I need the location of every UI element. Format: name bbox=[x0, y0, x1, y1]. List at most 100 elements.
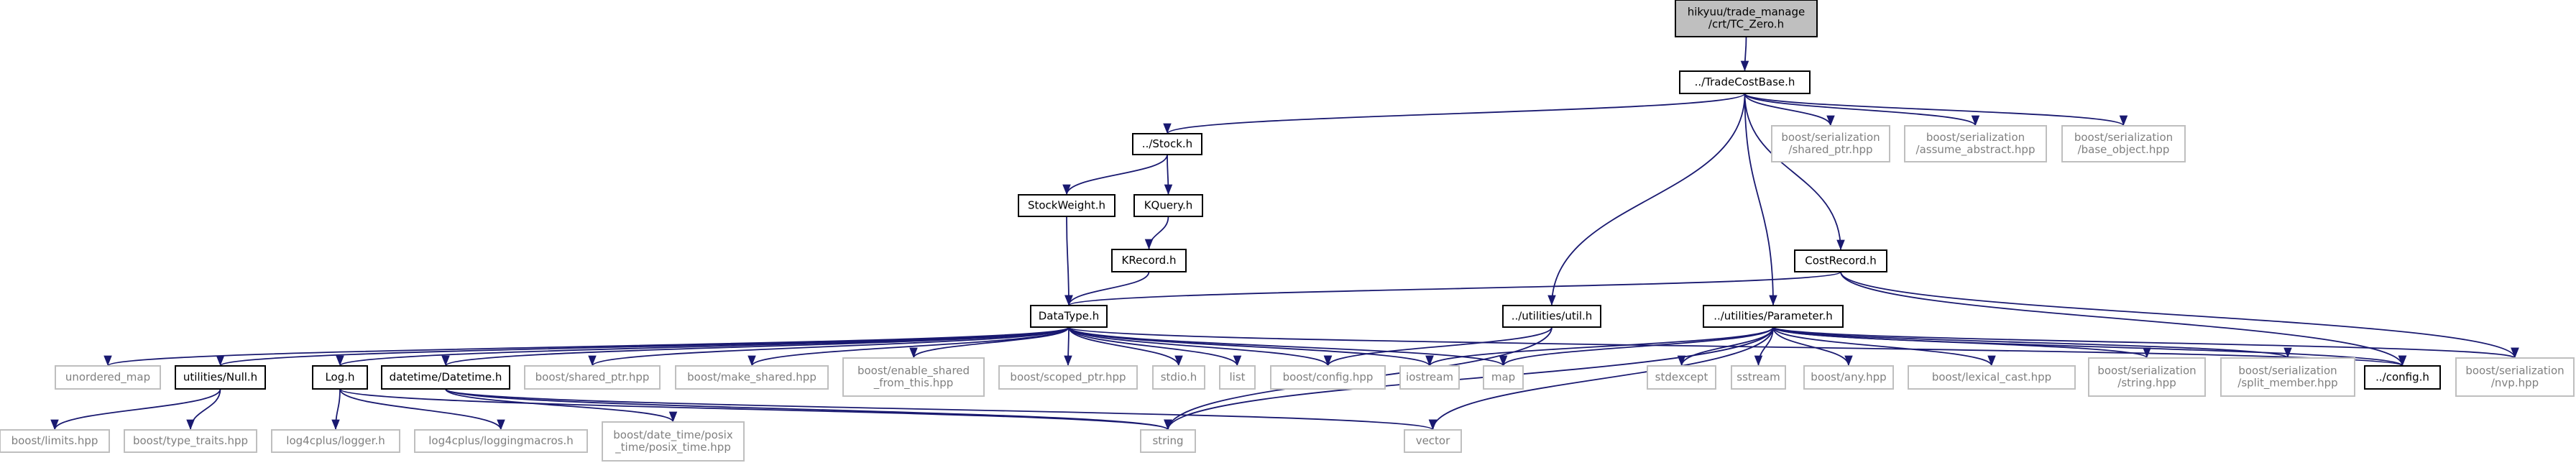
node-kq[interactable]: KQuery.h bbox=[1133, 194, 1203, 217]
node-kr[interactable]: KRecord.h bbox=[1111, 249, 1187, 272]
node-label: boost/serialization bbox=[1781, 131, 1880, 144]
node-label: KRecord.h bbox=[1122, 254, 1177, 267]
node-umap: unordered_map bbox=[55, 365, 161, 390]
edge-stock-to-kq bbox=[1164, 154, 1173, 196]
node-param[interactable]: ../utilities/Parameter.h bbox=[1703, 305, 1844, 328]
node-config[interactable]: ../config.h bbox=[2364, 365, 2441, 390]
node-label: ../TradeCostBase.h bbox=[1695, 75, 1795, 88]
node-label: map bbox=[1491, 371, 1515, 384]
node-bshptr: boost/shared_ptr.hpp bbox=[524, 365, 661, 390]
edge-kr-to-dt bbox=[1064, 271, 1150, 306]
node-label: boost/any.hpp bbox=[1811, 371, 1886, 384]
edge-param-to-string bbox=[1164, 326, 1774, 431]
node-box bbox=[1132, 133, 1202, 155]
node-box bbox=[1030, 305, 1108, 328]
node-bany: boost/any.hpp bbox=[1803, 365, 1894, 390]
node-list: list bbox=[1219, 365, 1256, 390]
edge-dt-to-map bbox=[1068, 326, 1507, 367]
node-cr[interactable]: CostRecord.h bbox=[1794, 249, 1887, 272]
node-label: /base_object.hpp bbox=[2078, 143, 2170, 157]
node-label: /split_member.hpp bbox=[2237, 377, 2337, 390]
node-label: /nvp.hpp bbox=[2491, 377, 2539, 390]
node-l4logger: log4cplus/logger.h bbox=[271, 429, 400, 453]
node-tcb[interactable]: ../TradeCostBase.h bbox=[1679, 70, 1811, 94]
edge-log-to-l4logger bbox=[331, 388, 341, 431]
node-assume: boost/serialization/assume_abstract.hpp bbox=[1904, 125, 2047, 162]
edges bbox=[50, 36, 2519, 431]
node-label: stdexcept bbox=[1655, 371, 1708, 384]
node-label: boost/enable_shared bbox=[857, 364, 970, 378]
edge-dt-to-stdio bbox=[1068, 326, 1183, 367]
node-box bbox=[1399, 365, 1460, 390]
node-label: /shared_ptr.hpp bbox=[1788, 143, 1872, 157]
node-label: boost/make_shared.hpp bbox=[687, 371, 816, 385]
node-bsplit: boost/serialization/split_member.hpp bbox=[2220, 357, 2355, 397]
node-box bbox=[1679, 70, 1811, 94]
node-label: boost/lexical_cast.hpp bbox=[1932, 371, 2051, 385]
node-box bbox=[1703, 305, 1844, 328]
node-box bbox=[2364, 365, 2441, 390]
edge-dt-to-benable bbox=[909, 326, 1070, 359]
node-bposix: boost/date_time/posix_time/posix_time.hp… bbox=[602, 421, 745, 462]
node-sw[interactable]: StockWeight.h bbox=[1018, 194, 1116, 217]
node-box bbox=[175, 365, 266, 390]
edge-log-to-string bbox=[339, 388, 1172, 431]
node-label: boost/date_time/posix bbox=[613, 428, 733, 442]
node-label: boost/serialization bbox=[2097, 364, 2196, 377]
edge-param-to-map bbox=[1499, 326, 1774, 367]
edge-tcb-to-util bbox=[1547, 93, 1746, 306]
node-map: map bbox=[1483, 365, 1524, 390]
edge-datetime-to-string bbox=[445, 388, 1172, 431]
node-box bbox=[55, 365, 161, 390]
node-box bbox=[842, 357, 985, 397]
node-label: ../Stock.h bbox=[1142, 137, 1192, 150]
node-dt[interactable]: DataType.h bbox=[1030, 305, 1108, 328]
node-box bbox=[1219, 365, 1256, 390]
node-box bbox=[1731, 365, 1786, 390]
edge-dt-to-bshptr bbox=[588, 326, 1070, 367]
edge-kq-to-kr bbox=[1144, 216, 1169, 250]
edge-param-to-config bbox=[1772, 326, 2406, 367]
edge-log-to-l4macros bbox=[339, 388, 505, 431]
edge-stock-to-sw bbox=[1062, 154, 1168, 196]
node-box bbox=[1502, 305, 1601, 328]
node-box bbox=[0, 429, 110, 453]
node-util[interactable]: ../utilities/util.h bbox=[1502, 305, 1601, 328]
node-label: unordered_map bbox=[65, 371, 150, 385]
node-label: stdio.h bbox=[1161, 371, 1197, 384]
edge-tcb-to-param bbox=[1744, 93, 1777, 306]
node-label: ../utilities/util.h bbox=[1512, 310, 1593, 323]
node-label: /assume_abstract.hpp bbox=[1916, 143, 2036, 157]
node-datetime[interactable]: datetime/Datetime.h bbox=[381, 365, 510, 390]
edge-param-to-blexical bbox=[1772, 326, 1996, 367]
node-label: sstream bbox=[1736, 371, 1780, 384]
node-nvp: boost/serialization/nvp.hpp bbox=[2455, 357, 2575, 397]
node-box bbox=[1404, 429, 1462, 453]
node-box bbox=[1675, 0, 1818, 37]
edge-dt-to-datetime bbox=[441, 326, 1070, 367]
edge-param-to-iostream bbox=[1425, 326, 1774, 367]
node-label: boost/type_traits.hpp bbox=[133, 434, 248, 448]
edge-dt-to-bscoped bbox=[1064, 326, 1072, 367]
edge-dt-to-bmkshared bbox=[748, 326, 1070, 367]
node-box bbox=[1647, 365, 1716, 390]
edge-null-to-blimits bbox=[50, 388, 221, 431]
node-label: DataType.h bbox=[1039, 310, 1100, 323]
edge-param-to-bsplit bbox=[1772, 326, 2292, 359]
node-label: datetime/Datetime.h bbox=[390, 371, 502, 384]
node-null[interactable]: utilities/Null.h bbox=[175, 365, 266, 390]
node-label: _time/posix_time.hpp bbox=[615, 441, 731, 454]
node-log[interactable]: Log.h bbox=[312, 365, 368, 390]
node-blimits: boost/limits.hpp bbox=[0, 429, 110, 453]
node-label: boost/shared_ptr.hpp bbox=[535, 371, 650, 385]
node-box bbox=[1140, 429, 1196, 453]
node-stock[interactable]: ../Stock.h bbox=[1132, 133, 1202, 155]
node-box bbox=[1483, 365, 1524, 390]
node-blexical: boost/lexical_cast.hpp bbox=[1908, 365, 2076, 390]
node-label: boost/serialization bbox=[2074, 131, 2173, 144]
edge-null-to-btypetraits bbox=[186, 388, 221, 431]
edge-param-to-vector bbox=[1428, 326, 1774, 431]
node-label: log4cplus/logger.h bbox=[286, 434, 385, 447]
node-box bbox=[1270, 365, 1386, 390]
